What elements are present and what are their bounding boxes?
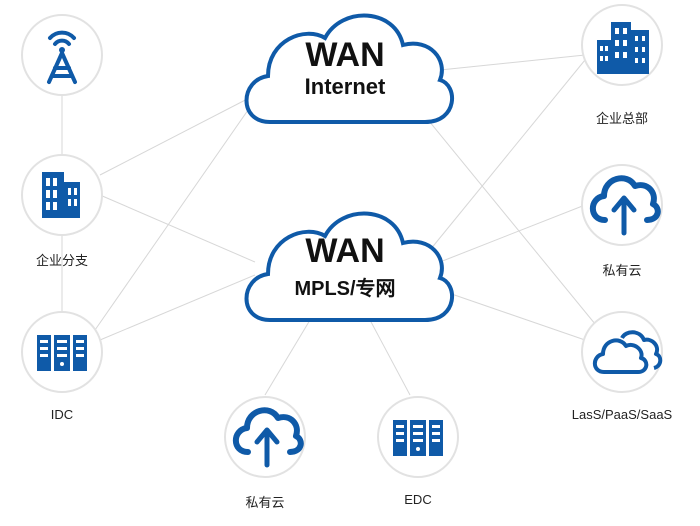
right-cloud-upload-icon — [589, 175, 661, 236]
private-cloud-bottom-label: 私有云 — [245, 495, 285, 510]
wan-mpls-cloud — [244, 211, 454, 322]
office-buildings-icon — [597, 22, 649, 74]
idc-label: IDC — [50, 407, 74, 422]
private-cloud-right-label: 私有云 — [602, 263, 642, 278]
internet-cloud-line2: Internet — [304, 74, 386, 99]
connection-lines — [61, 54, 601, 396]
edc-label: EDC — [404, 492, 432, 507]
server-rack-icon — [37, 335, 87, 371]
mpls-cloud-line2: MPLS/专网 — [294, 278, 396, 300]
cloud-icon — [592, 330, 663, 374]
saas-label: LasS/PaaS/SaaS — [571, 407, 673, 422]
internet-cloud-line1: WAN — [305, 36, 385, 74]
edc-server-rack-icon — [393, 420, 443, 456]
cloud-upload-icon — [232, 407, 304, 468]
wan-internet-cloud — [244, 13, 454, 124]
branch-label: 企业分支 — [35, 253, 88, 268]
hq-label: 企业总部 — [595, 111, 648, 126]
saas-node-circle — [581, 311, 663, 393]
radio-tower-icon — [47, 30, 77, 84]
mpls-cloud-line1: WAN — [305, 232, 385, 270]
office-building-icon — [42, 172, 80, 218]
